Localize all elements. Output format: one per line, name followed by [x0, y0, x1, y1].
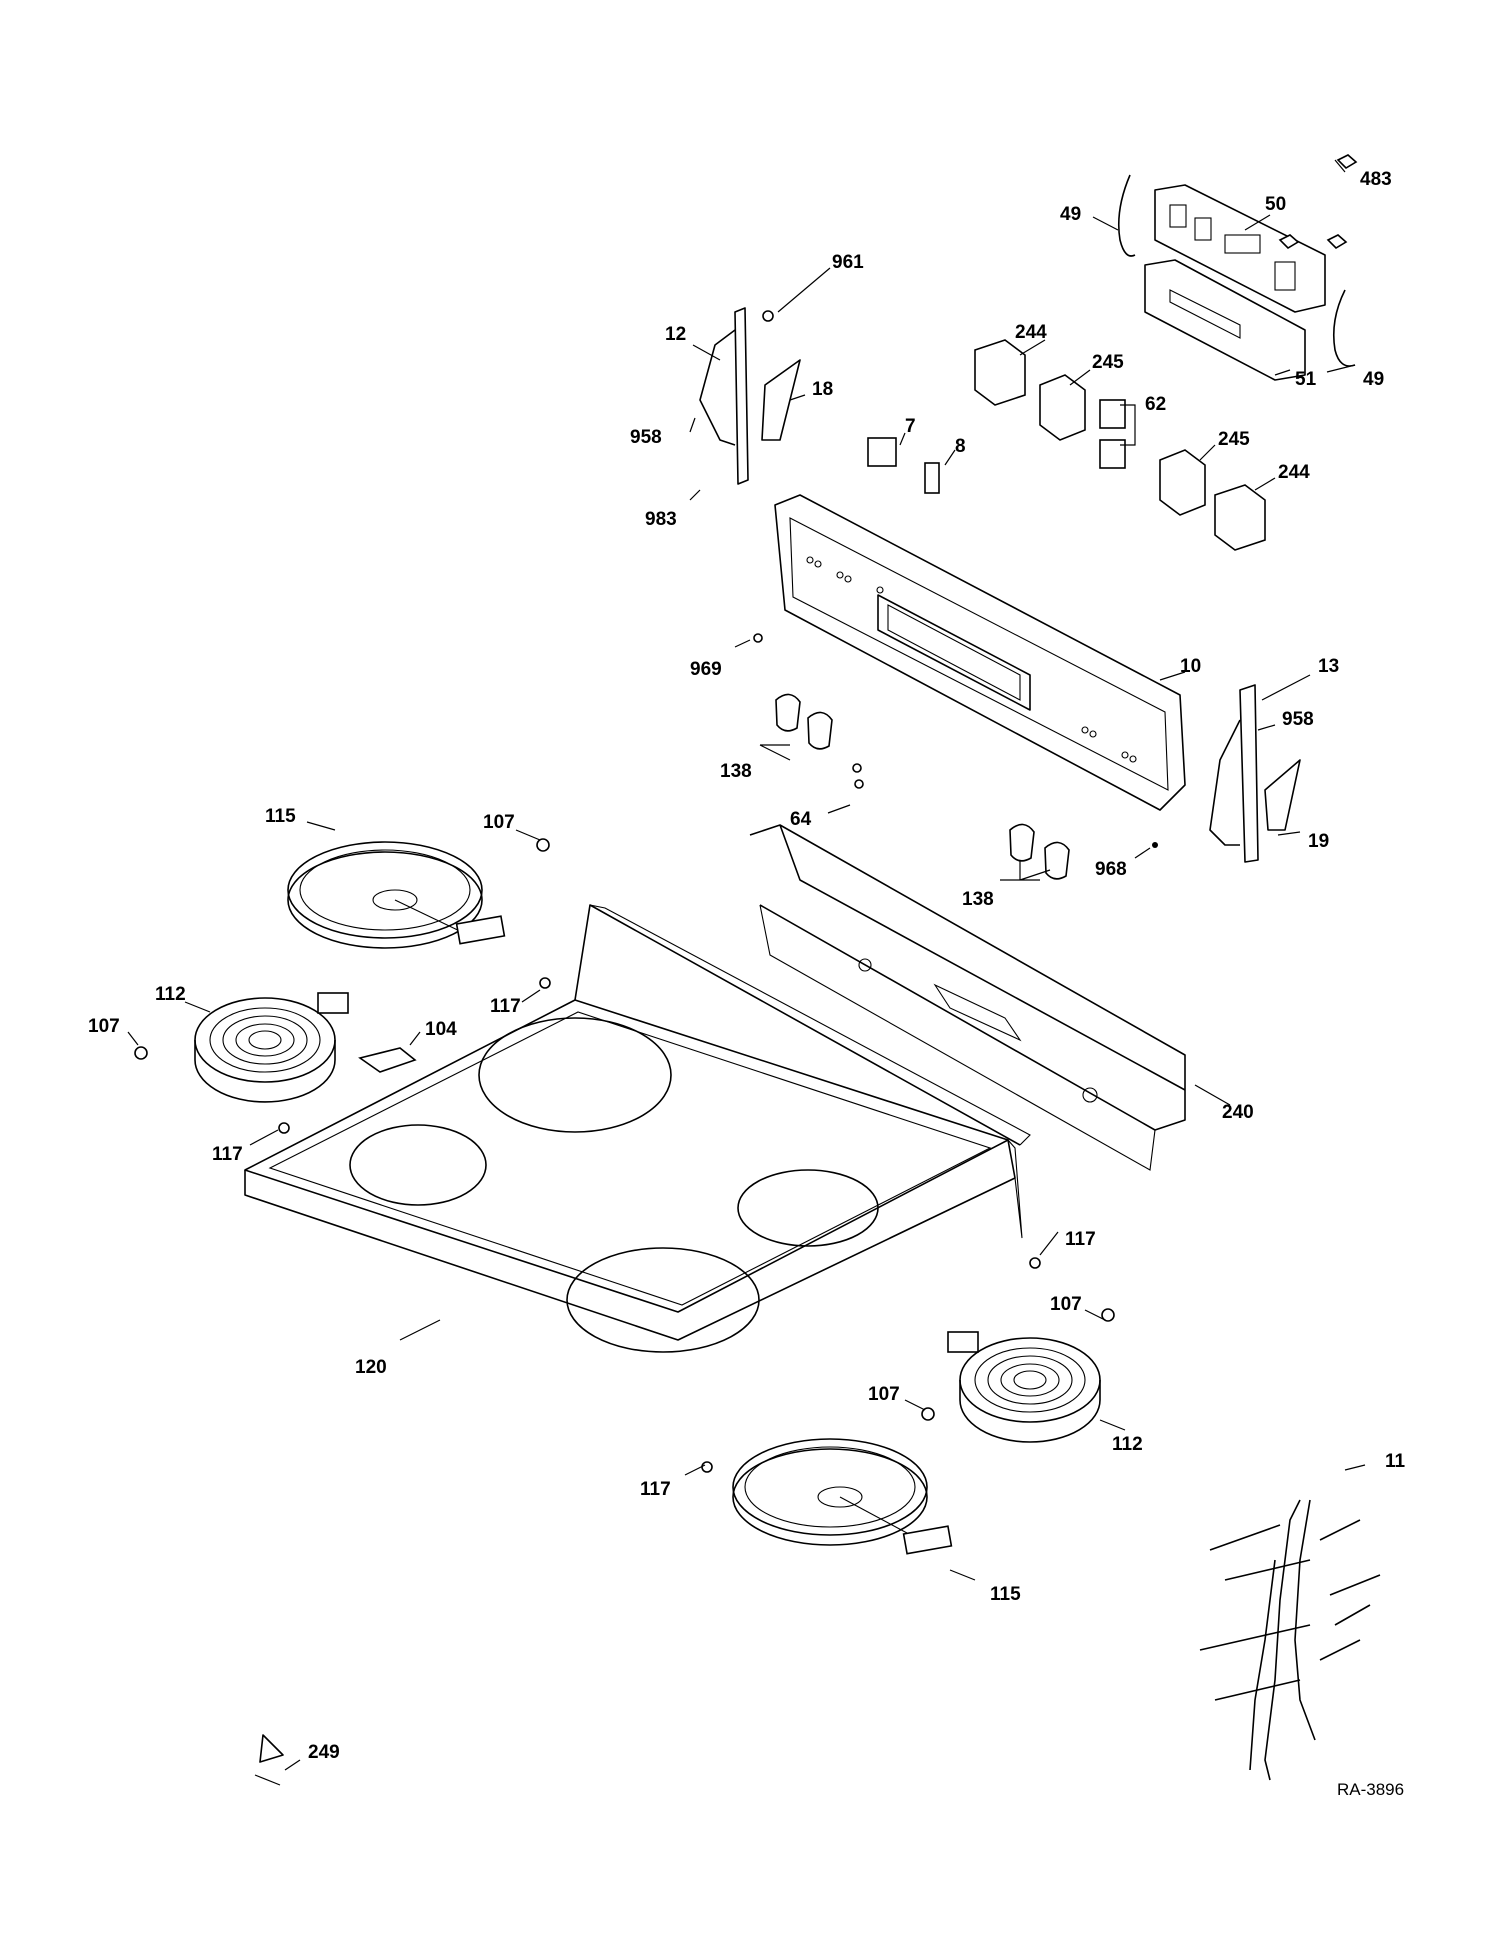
- callout-117-b: 117: [212, 1144, 243, 1165]
- rear-channel-240: [749, 824, 1186, 1171]
- harness-49-left: [1117, 174, 1136, 257]
- callout-245-upper: 245: [1092, 352, 1124, 373]
- callout-107-top: 107: [483, 812, 515, 833]
- main-wire-harness: [1199, 1499, 1381, 1781]
- callout-961: 961: [832, 252, 864, 273]
- leader-lines: [127, 159, 1366, 1771]
- callout-115-bottom: 115: [990, 1584, 1021, 1605]
- callout-138-right: 138: [962, 889, 994, 910]
- callout-104: 104: [425, 1019, 457, 1040]
- infinite-switch-244-upper: [974, 339, 1026, 406]
- callout-50: 50: [1265, 194, 1286, 215]
- callout-18: 18: [812, 379, 833, 400]
- callout-245-lower: 245: [1218, 429, 1250, 450]
- switch-7: [867, 437, 897, 467]
- callout-19: 19: [1308, 831, 1329, 852]
- switch-62-pair: [1099, 399, 1126, 469]
- callout-12: 12: [665, 324, 686, 345]
- knobs-138-left: [775, 693, 833, 750]
- callout-112-right: 112: [1112, 1434, 1143, 1455]
- infinite-switch-245-upper: [1039, 374, 1086, 441]
- callout-107-right: 107: [1050, 1294, 1082, 1315]
- callout-112-left: 112: [155, 984, 186, 1005]
- control-panel-backsplash: [774, 494, 1186, 811]
- indicator-light-8: [924, 462, 940, 494]
- callout-958-left: 958: [630, 427, 662, 448]
- callout-7: 7: [905, 416, 916, 437]
- small-parts: [134, 154, 1358, 1786]
- reference-code: RA-3896: [1337, 1780, 1404, 1799]
- callout-115-top: 115: [265, 806, 296, 827]
- callout-13: 13: [1318, 656, 1339, 677]
- callout-983: 983: [645, 509, 677, 530]
- callout-117-c: 117: [1065, 1229, 1096, 1250]
- overlay-membrane: [1144, 259, 1306, 381]
- callout-10: 10: [1180, 656, 1201, 677]
- callout-244-lower: 244: [1278, 462, 1310, 483]
- callout-62: 62: [1145, 394, 1166, 415]
- infinite-switch-245-lower: [1159, 449, 1206, 516]
- callout-51: 51: [1295, 369, 1317, 390]
- callout-958-right: 958: [1282, 709, 1314, 730]
- callout-64: 64: [790, 809, 812, 830]
- callout-labels: 483 50 49 49 51 961 12 18 958 983 244 24…: [88, 169, 1406, 1799]
- callout-107-left: 107: [88, 1016, 120, 1037]
- callout-120: 120: [355, 1357, 387, 1378]
- end-cap-bracket-left: [699, 307, 801, 485]
- control-board: [1154, 184, 1326, 313]
- ribbon-element-large-bottom: [732, 1438, 953, 1555]
- callout-138-left: 138: [720, 761, 752, 782]
- callout-49-right: 49: [1363, 369, 1384, 390]
- ribbon-element-large-top: [287, 841, 506, 949]
- callout-244-upper: 244: [1015, 322, 1047, 343]
- knobs-138-right: [1009, 823, 1070, 880]
- callout-249: 249: [308, 1742, 340, 1763]
- callout-240: 240: [1222, 1102, 1254, 1123]
- infinite-switch-244-lower: [1214, 484, 1266, 551]
- callout-107-center: 107: [868, 1384, 900, 1405]
- harness-49-right: [1332, 289, 1356, 367]
- coil-element-right: [947, 1331, 1101, 1443]
- callout-968: 968: [1095, 859, 1127, 880]
- callout-483: 483: [1360, 169, 1392, 190]
- coil-element-left: [194, 992, 349, 1103]
- cooktop-glass: [244, 904, 1031, 1353]
- callout-11: 11: [1385, 1451, 1406, 1472]
- callout-117-a: 117: [490, 996, 521, 1017]
- callout-49-left: 49: [1060, 204, 1081, 225]
- callout-8: 8: [955, 436, 966, 457]
- end-cap-bracket-right: [1209, 684, 1301, 863]
- callout-969: 969: [690, 659, 722, 680]
- callout-117-d: 117: [640, 1479, 671, 1500]
